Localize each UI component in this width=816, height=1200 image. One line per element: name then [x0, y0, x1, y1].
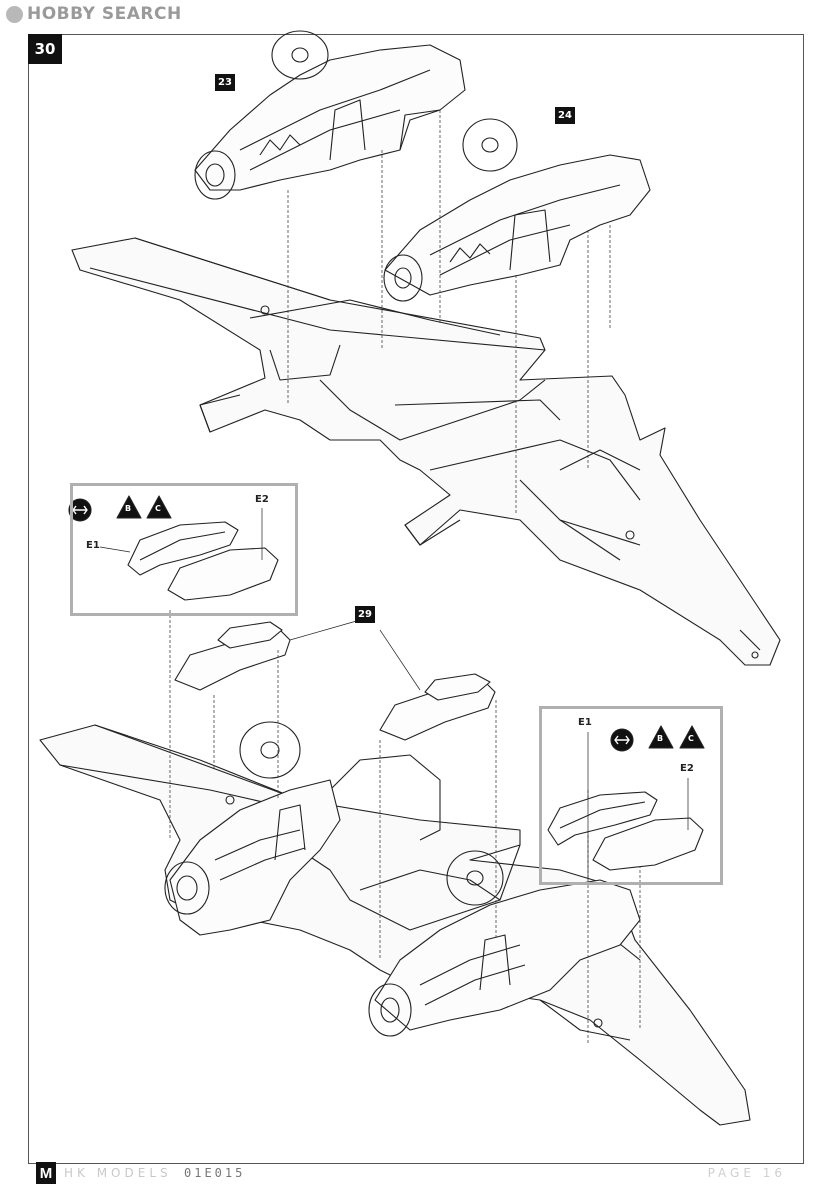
- hobby-search-watermark: HOBBY SEARCH: [6, 4, 182, 24]
- left-inset-parts: [68, 495, 279, 601]
- watermark-logo-icon: [6, 5, 23, 23]
- engine-installed-left: [164, 721, 341, 936]
- footer-page-number: PAGE 16: [707, 1166, 786, 1180]
- top-wing-drawing: [71, 237, 781, 666]
- bottom-leader-lines: [169, 610, 641, 1045]
- ref-badge-29: 29: [355, 606, 375, 623]
- left-canopy-inset: [70, 483, 298, 616]
- step-number-badge: 30: [28, 34, 62, 64]
- left-inset-marker-c: C: [155, 504, 161, 513]
- canopy-parts-29: [174, 619, 496, 741]
- left-inset-label-e1: E1: [86, 540, 100, 551]
- footer-product-code: 01E015: [184, 1166, 246, 1180]
- left-inset-marker-b: B: [125, 504, 132, 513]
- right-inset-parts: [547, 725, 705, 880]
- watermark-text: HOBBY SEARCH: [27, 4, 182, 24]
- right-inset-label-e1: E1: [578, 717, 592, 728]
- hk-models-logo-icon: M: [36, 1162, 56, 1184]
- ref-badge-24: 24: [555, 107, 575, 124]
- engine-assembly-24: [383, 118, 651, 302]
- right-inset-marker-b: B: [657, 734, 664, 743]
- right-inset-marker-c: C: [688, 734, 694, 743]
- engine-assembly-23: [194, 30, 466, 200]
- left-inset-label-e2: E2: [255, 494, 269, 505]
- footer-brand: HK MODELS: [64, 1166, 172, 1180]
- top-leader-lines: [287, 110, 611, 515]
- instruction-sheet-frame: [28, 34, 804, 1164]
- page-footer: M HK MODELS 01E015 PAGE 16: [36, 1160, 796, 1190]
- right-inset-label-e2: E2: [680, 763, 694, 774]
- ref-badge-23: 23: [215, 74, 235, 91]
- right-canopy-inset: [539, 706, 723, 885]
